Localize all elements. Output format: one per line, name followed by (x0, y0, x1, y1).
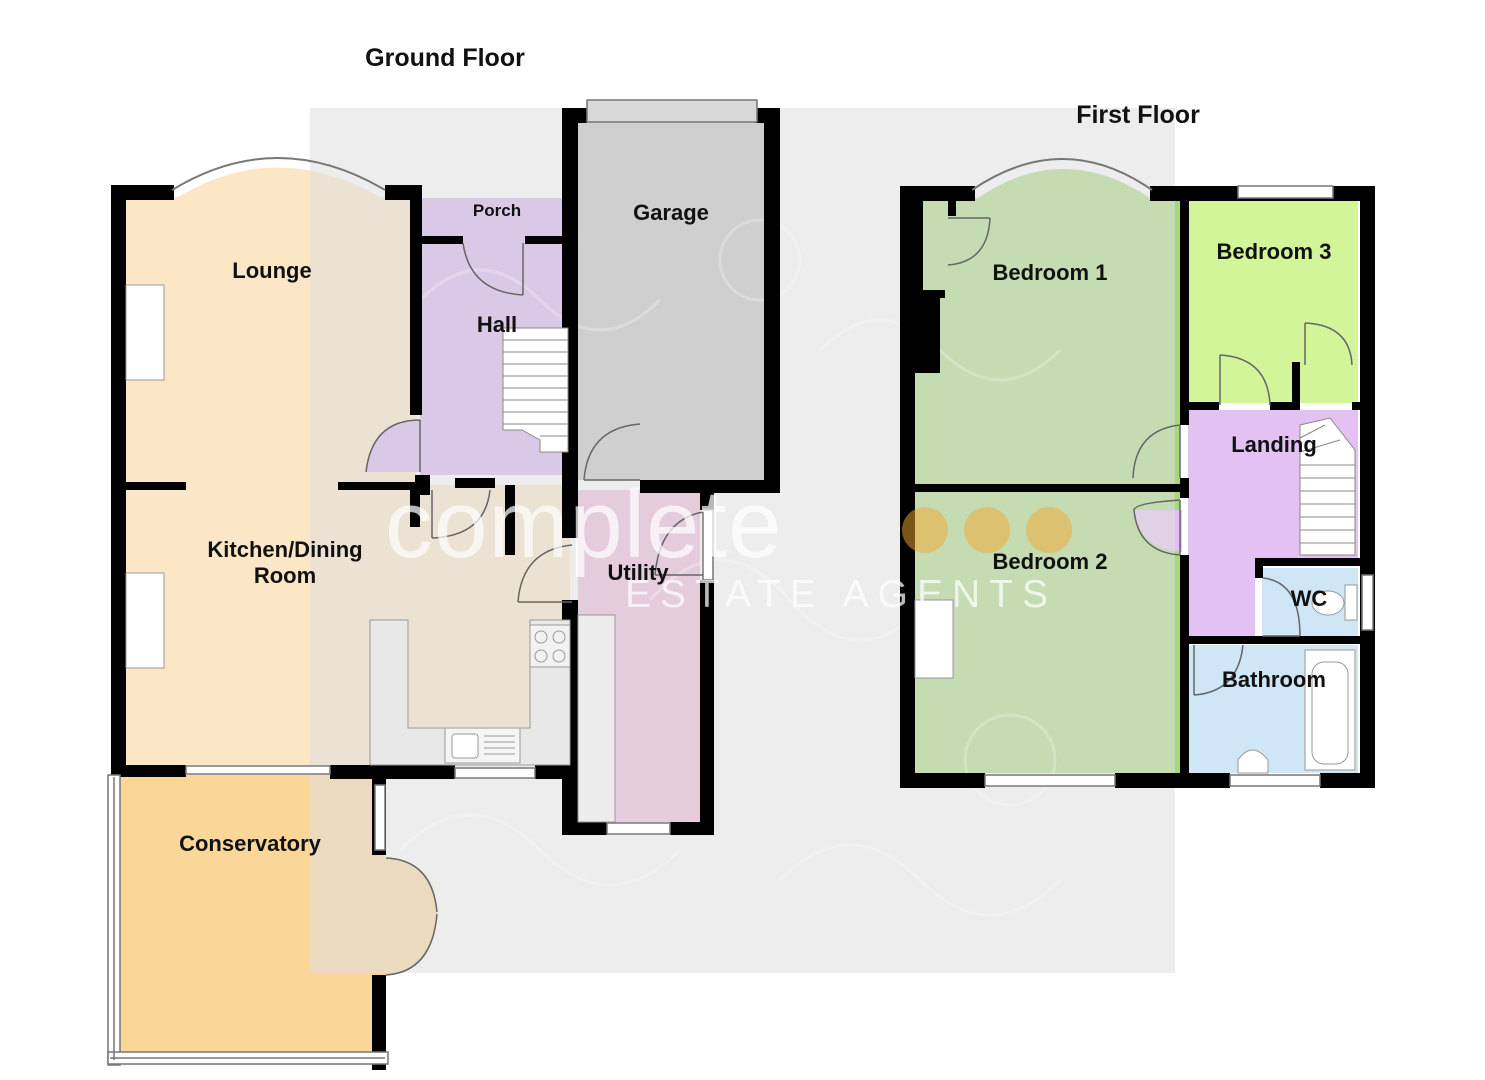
kitchen-window-right (454, 767, 536, 779)
watermark-tagline: ESTATE AGENTS (625, 573, 1057, 616)
porch-label: Porch (473, 201, 521, 220)
fixtures (125, 284, 1358, 823)
ground-floor-title: Ground Floor (365, 44, 525, 72)
lounge-fireplace (125, 284, 165, 381)
bay-window-arcs (171, 157, 1153, 191)
landing-stairs (1299, 417, 1356, 556)
garage-door-window (586, 99, 758, 123)
kitchen-fireplace (125, 572, 165, 669)
utility-side-window (702, 509, 714, 581)
floor-titles: Ground Floor First Floor (365, 44, 1200, 129)
bathroom-window (1229, 774, 1321, 787)
watermark-brand: complete (385, 471, 783, 578)
watermark-dot (902, 507, 948, 553)
room-labels: Lounge Porch Hall Garage Kitchen/Dining … (179, 200, 1331, 856)
utility-window (606, 822, 671, 835)
hob-ring (534, 649, 548, 663)
watermark-dot (964, 507, 1010, 553)
kitchen-window-left (185, 765, 331, 775)
garage-label: Garage (633, 200, 709, 225)
hall-label: Hall (477, 312, 517, 337)
utility-label: Utility (607, 560, 669, 585)
windows (185, 99, 1374, 851)
watermark-dot (1026, 507, 1072, 553)
bathroom-label: Bathroom (1222, 667, 1326, 692)
hob-ring (534, 630, 548, 644)
utility-worktop (577, 614, 616, 823)
kitchen-label-line2: Room (254, 563, 316, 588)
hall-stairs (502, 327, 569, 453)
first-floor-title: First Floor (1076, 101, 1200, 129)
hob-ring (552, 630, 566, 644)
kitchen-label-line1: Kitchen/Dining (207, 537, 362, 562)
conservatory-glazing (107, 774, 389, 1066)
wc-pan (1311, 590, 1345, 616)
conservatory-side-window (374, 784, 386, 851)
wc-label: WC (1291, 586, 1328, 611)
kitchen-sink-bowl (451, 733, 479, 759)
wc-cistern (1344, 584, 1358, 621)
hob-ring (552, 649, 566, 663)
bedroom2-fireplace (914, 599, 954, 679)
bathroom-basin (1237, 749, 1269, 774)
bedroom3-window (1237, 185, 1334, 199)
wc-window (1361, 574, 1374, 631)
bedroom1-label: Bedroom 1 (993, 260, 1108, 285)
landing-label: Landing (1231, 432, 1317, 457)
bedroom2-window (984, 774, 1116, 787)
lounge-label: Lounge (232, 258, 311, 283)
bedroom2-label: Bedroom 2 (993, 549, 1108, 574)
conservatory-label: Conservatory (179, 831, 322, 856)
bedroom3-fill (1188, 198, 1358, 403)
hob (529, 624, 571, 668)
walls-first-floor (900, 186, 1375, 788)
bedroom3-label: Bedroom 3 (1217, 239, 1332, 264)
doors (365, 217, 1353, 976)
watermark: complete ESTATE AGENTS (385, 471, 1072, 616)
bath-inner (1311, 661, 1349, 765)
